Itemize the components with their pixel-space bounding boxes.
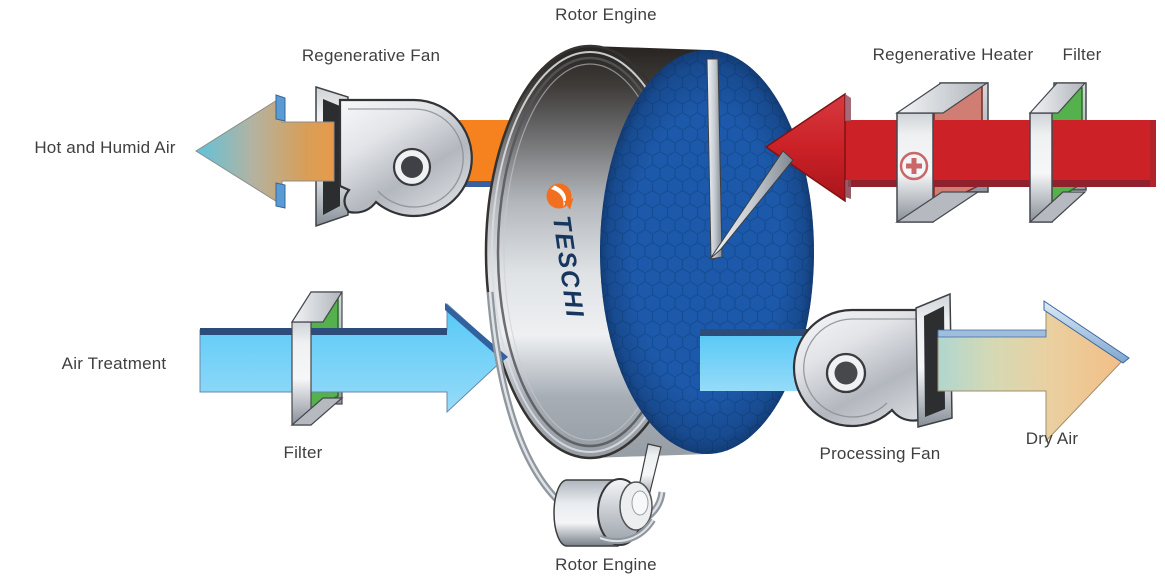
rotor-drive <box>486 291 666 547</box>
dry-air-arrow <box>937 300 1130 443</box>
processing-fan-hub <box>834 361 858 385</box>
filter-frame-right <box>1028 82 1087 223</box>
label-filter-top-right: Filter <box>1062 45 1102 64</box>
hot-humid-air-arrow <box>195 94 335 209</box>
label-filter-bottom-left: Filter <box>283 443 323 462</box>
regenerative-fan-hub <box>401 156 423 178</box>
process-air-flow <box>700 292 1130 443</box>
return-duct <box>843 120 1156 180</box>
rotor-sector-divider <box>706 58 794 260</box>
air-treatment-flow <box>199 291 508 426</box>
label-regenerative-fan: Regenerative Fan <box>301 46 441 65</box>
label-rotor-engine-bottom: Rotor Engine <box>555 555 657 574</box>
return-air-flow <box>764 82 1156 223</box>
label-dry-air: Dry Air <box>1025 429 1079 448</box>
duct-flange-tab-bottom <box>275 182 286 209</box>
label-hot-and-humid-air: Hot and Humid Air <box>34 138 176 157</box>
return-arrow-head <box>764 92 846 203</box>
filter-frame-left <box>290 291 344 426</box>
regenerative-heater <box>895 82 989 223</box>
regenerative-fan <box>338 98 473 218</box>
duct-flange-tab-top <box>275 94 286 122</box>
heater-plus-icon <box>899 151 929 181</box>
label-processing-fan: Processing Fan <box>819 444 941 463</box>
label-regenerative-heater: Regenerative Heater <box>872 45 1034 64</box>
label-rotor-engine-top: Rotor Engine <box>555 5 657 24</box>
label-air-treatment: Air Treatment <box>61 354 167 373</box>
rotor-wheel: TESCHI <box>484 44 814 460</box>
